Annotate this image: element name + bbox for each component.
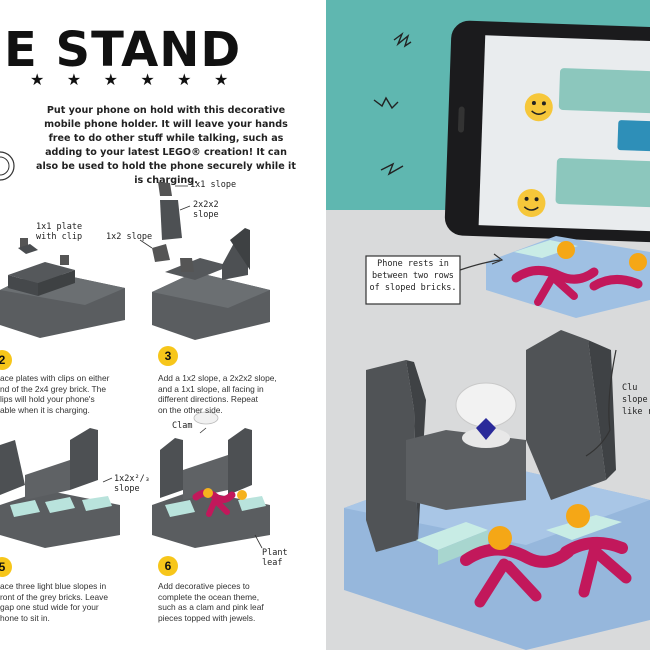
- label-clam: Clam: [172, 421, 193, 431]
- step-number: 6: [158, 556, 178, 576]
- step-number: 5: [0, 557, 12, 577]
- clip-note: Clu slope like r: [622, 383, 650, 417]
- label-1x2-slope: 1x2 slope: [106, 232, 153, 242]
- step-number: 3: [158, 346, 178, 366]
- label-1x2x23-slope: 1x2x²/₃ slope: [114, 474, 150, 494]
- smartphone: [444, 20, 650, 243]
- step1-model: [0, 238, 125, 338]
- label-1x1-plate-clip: 1x1 plate with clip: [36, 222, 83, 242]
- step-text: Add a 1x2 slope, a 2x2x2 slope, and a 1x…: [158, 373, 277, 415]
- phone-rest-note: Phone rests in between two rows of slope…: [368, 258, 458, 294]
- label-1x1-slope: 1x1 slope: [190, 180, 237, 190]
- step-text: ace three light blue slopes in ront of t…: [0, 581, 108, 623]
- doodle-zigzag: [393, 31, 412, 48]
- step4-model: [0, 428, 120, 548]
- grey-slope-right: [526, 330, 606, 500]
- step2-model: [139, 182, 270, 340]
- rating-stars: ★ ★ ★ ★ ★ ★: [30, 72, 238, 89]
- intro-text: Put your phone on hold with this decorat…: [36, 105, 296, 186]
- step-text: ace plates with clips on either nd of th…: [0, 373, 110, 415]
- doodle-zigzag: [380, 162, 404, 176]
- step-number: 2: [0, 350, 12, 370]
- grey-slope-left: [366, 360, 418, 552]
- product-photo: Phone rests in between two rows of slope…: [326, 0, 650, 650]
- build-illustrations: [0, 151, 270, 549]
- label-plant-leaf: Plant leaf: [262, 548, 288, 568]
- instruction-page: E STAND ★ ★ ★ ★ ★ ★ Put your phone on ho…: [0, 22, 296, 623]
- label-2x2x2-slope: 2x2x2 slope: [193, 200, 219, 220]
- doodle-zigzag: [373, 96, 399, 110]
- step-text: Add decorative pieces to complete the oc…: [158, 581, 264, 623]
- page-title: E STAND: [4, 22, 242, 78]
- step5-model: [152, 411, 270, 549]
- photo-illustration: [344, 20, 650, 650]
